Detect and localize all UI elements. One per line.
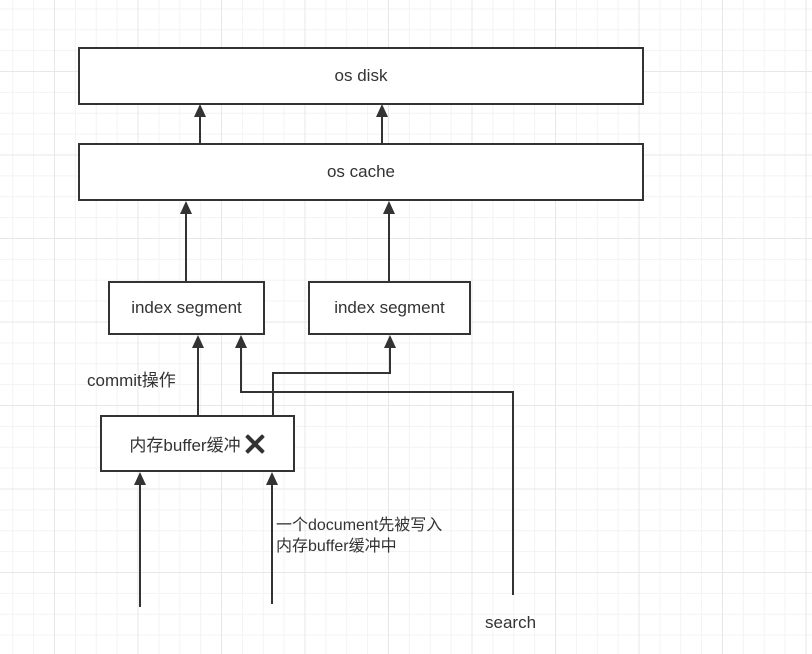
document-write-annotation-line2: 内存buffer缓冲中 — [276, 538, 397, 555]
os-cache-box[interactable]: os cache — [78, 143, 644, 201]
x-cross-icon — [244, 433, 266, 455]
os-disk-label: os disk — [334, 66, 388, 85]
index-segment-left-label: index segment — [131, 298, 242, 317]
commit-annotation[interactable]: commit操作 — [87, 371, 176, 390]
index-segment-left-box[interactable]: index segment — [108, 281, 265, 335]
index-segment-right-box[interactable]: index segment — [308, 281, 471, 335]
memory-buffer-label: 内存buffer缓冲 — [129, 436, 241, 455]
memory-buffer-box[interactable]: 内存buffer缓冲 — [100, 415, 295, 472]
search-annotation[interactable]: search — [485, 613, 537, 632]
os-disk-box[interactable]: os disk — [78, 47, 644, 105]
os-cache-label: os cache — [326, 162, 396, 181]
index-segment-right-label: index segment — [334, 298, 445, 317]
document-write-annotation[interactable]: 一个document先被写入 内存buffer缓冲中 — [276, 515, 442, 557]
document-write-annotation-line1: 一个document先被写入 — [276, 517, 443, 534]
